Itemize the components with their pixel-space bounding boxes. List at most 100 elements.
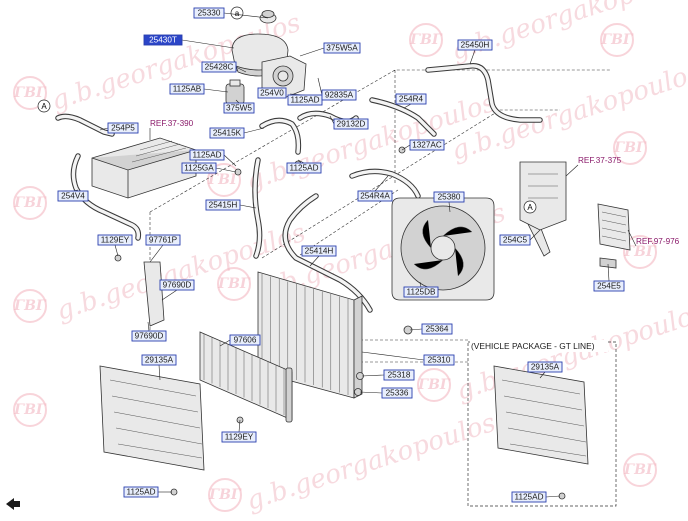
part-label-box: [395, 93, 427, 105]
cooler-254e5: [597, 203, 631, 269]
part-number-text: 254E5: [597, 282, 621, 291]
part-number-text: 97690D: [135, 332, 164, 341]
part-label-25330[interactable]: 25330: [193, 7, 225, 19]
part-label-25415k[interactable]: 25415K: [209, 127, 245, 139]
part-number-text: 92835A: [325, 91, 354, 100]
reference-ref-97-976[interactable]: REF.97-976: [627, 229, 680, 247]
part-number-text: 254C5: [503, 236, 528, 245]
part-label-1125ga[interactable]: 1125GA: [181, 162, 217, 174]
part-number-text: 25380: [438, 193, 461, 202]
part-label-97690d-2[interactable]: 97690D: [131, 330, 167, 342]
watermark-logo: ΓΒΓ: [207, 163, 241, 197]
reference-leader: [627, 229, 637, 247]
part-label-box: [159, 279, 195, 291]
part-label-254v4[interactable]: 254V4: [57, 190, 89, 202]
reference-ref-37-390[interactable]: REF.37-390: [149, 119, 194, 140]
hose-254v4: [70, 153, 142, 241]
reference-leader: [565, 164, 579, 177]
part-label-97606[interactable]: 97606: [229, 334, 261, 346]
part-number-text: 29132D: [337, 120, 366, 129]
part-label-1129ey-2[interactable]: 1129EY: [221, 431, 257, 443]
part-label-25450h[interactable]: 25450H: [457, 39, 493, 51]
part-number-text: 25415H: [209, 201, 238, 210]
part-label-25364[interactable]: 25364: [421, 323, 453, 335]
leader-line: [469, 49, 476, 65]
part-label-375w5-a[interactable]: 375W5: [223, 102, 255, 114]
part-label-254e5[interactable]: 254E5: [593, 280, 625, 292]
svg-text:ΓΒΓ: ΓΒΓ: [13, 402, 47, 418]
part-number-text: 1125AD: [193, 151, 222, 160]
svg-text:ΓΒΓ: ΓΒΓ: [13, 298, 47, 314]
part-label-box: [257, 87, 287, 99]
part-label-25380[interactable]: 25380: [433, 191, 465, 203]
part-label-1327ac[interactable]: 1327AC: [409, 139, 445, 151]
part-label-25414h[interactable]: 25414H: [301, 245, 337, 257]
watermark-logo: ΓΒΓ: [623, 235, 657, 269]
part-label-254v0[interactable]: 254V0: [257, 87, 287, 99]
part-label-25336[interactable]: 25336: [381, 387, 413, 399]
part-number-text: 1125AD: [127, 488, 156, 497]
part-label-box: [499, 234, 531, 246]
part-label-29132d[interactable]: 29132D: [333, 118, 369, 130]
expansion-valve-bracket: [519, 161, 567, 231]
watermark-logo: ΓΒΓ: [613, 131, 647, 165]
part-label-25318[interactable]: 25318: [383, 369, 415, 381]
air-guard-left: [99, 365, 205, 471]
part-label-1125ad-3[interactable]: 1125AD: [286, 162, 322, 174]
svg-text:ΓΒΓ: ΓΒΓ: [409, 32, 443, 48]
part-label-25415h[interactable]: 25415H: [205, 199, 241, 211]
part-number-text: 25310: [428, 356, 451, 365]
leader-line: [299, 47, 325, 57]
part-number-text: 254R4A: [360, 192, 390, 201]
part-label-1125ad-5[interactable]: 1125AD: [511, 491, 547, 503]
part-label-97690d-1[interactable]: 97690D: [159, 279, 195, 291]
reference-ref-37-375[interactable]: REF.37-375: [565, 156, 622, 177]
leader-line: [539, 371, 546, 379]
part-label-254c5[interactable]: 254C5: [499, 234, 531, 246]
watermark-logo: ΓΒΓ: [13, 186, 47, 220]
part-label-25430t[interactable]: 25430T: [143, 34, 183, 46]
part-number-text: 254R4: [399, 95, 424, 104]
svg-text:A: A: [527, 203, 533, 212]
part-label-box: [323, 42, 361, 54]
condenser: [199, 331, 293, 423]
hose-254r4a: [349, 168, 421, 199]
part-label-29135a-2[interactable]: 29135A: [527, 361, 563, 373]
part-number-text: 25428C: [205, 63, 234, 72]
part-label-box: [205, 199, 241, 211]
part-number-text: 1125AB: [173, 85, 202, 94]
air-guard-right: [493, 365, 589, 465]
part-label-375w5a[interactable]: 375W5A: [323, 42, 361, 54]
part-label-1125db[interactable]: 1125DB: [403, 286, 439, 298]
leader-line: [223, 12, 269, 19]
part-number-text: 25450H: [461, 41, 490, 50]
part-label-1129ey-1[interactable]: 1129EY: [97, 234, 133, 246]
part-label-254r4a[interactable]: 254R4A: [357, 190, 393, 202]
leader-line: [223, 154, 237, 167]
part-label-box: [381, 387, 413, 399]
watermark-logo: ΓΒΓ: [208, 478, 242, 512]
part-label-254p5[interactable]: 254P5: [107, 122, 139, 134]
part-label-1125ad-2[interactable]: 1125AD: [189, 149, 225, 161]
watermark-logo: ΓΒΓ: [13, 393, 47, 427]
part-number-text: 254V0: [260, 89, 284, 98]
part-label-25428c[interactable]: 25428C: [201, 61, 237, 73]
leader-line: [409, 328, 423, 331]
part-label-1125ab[interactable]: 1125AB: [169, 83, 205, 95]
part-label-1125ad-4[interactable]: 1125AD: [123, 486, 159, 498]
inverter-unit: [91, 137, 197, 199]
part-label-254r4[interactable]: 254R4: [395, 93, 427, 105]
watermark-logo: ΓΒΓ: [417, 368, 451, 402]
part-label-25310[interactable]: 25310: [423, 354, 455, 366]
part-label-box: [321, 89, 357, 101]
part-number-text: 1125GA: [184, 164, 214, 173]
part-label-97761p[interactable]: 97761P: [145, 234, 181, 246]
leader-line: [448, 201, 451, 213]
leader-line: [219, 339, 231, 347]
part-label-box: [141, 354, 177, 366]
part-label-29135a-1[interactable]: 29135A: [141, 354, 177, 366]
part-label-92835a[interactable]: 92835A: [321, 89, 357, 101]
part-label-box: [201, 61, 237, 73]
part-label-1125ad-1[interactable]: 1125AD: [287, 94, 323, 106]
